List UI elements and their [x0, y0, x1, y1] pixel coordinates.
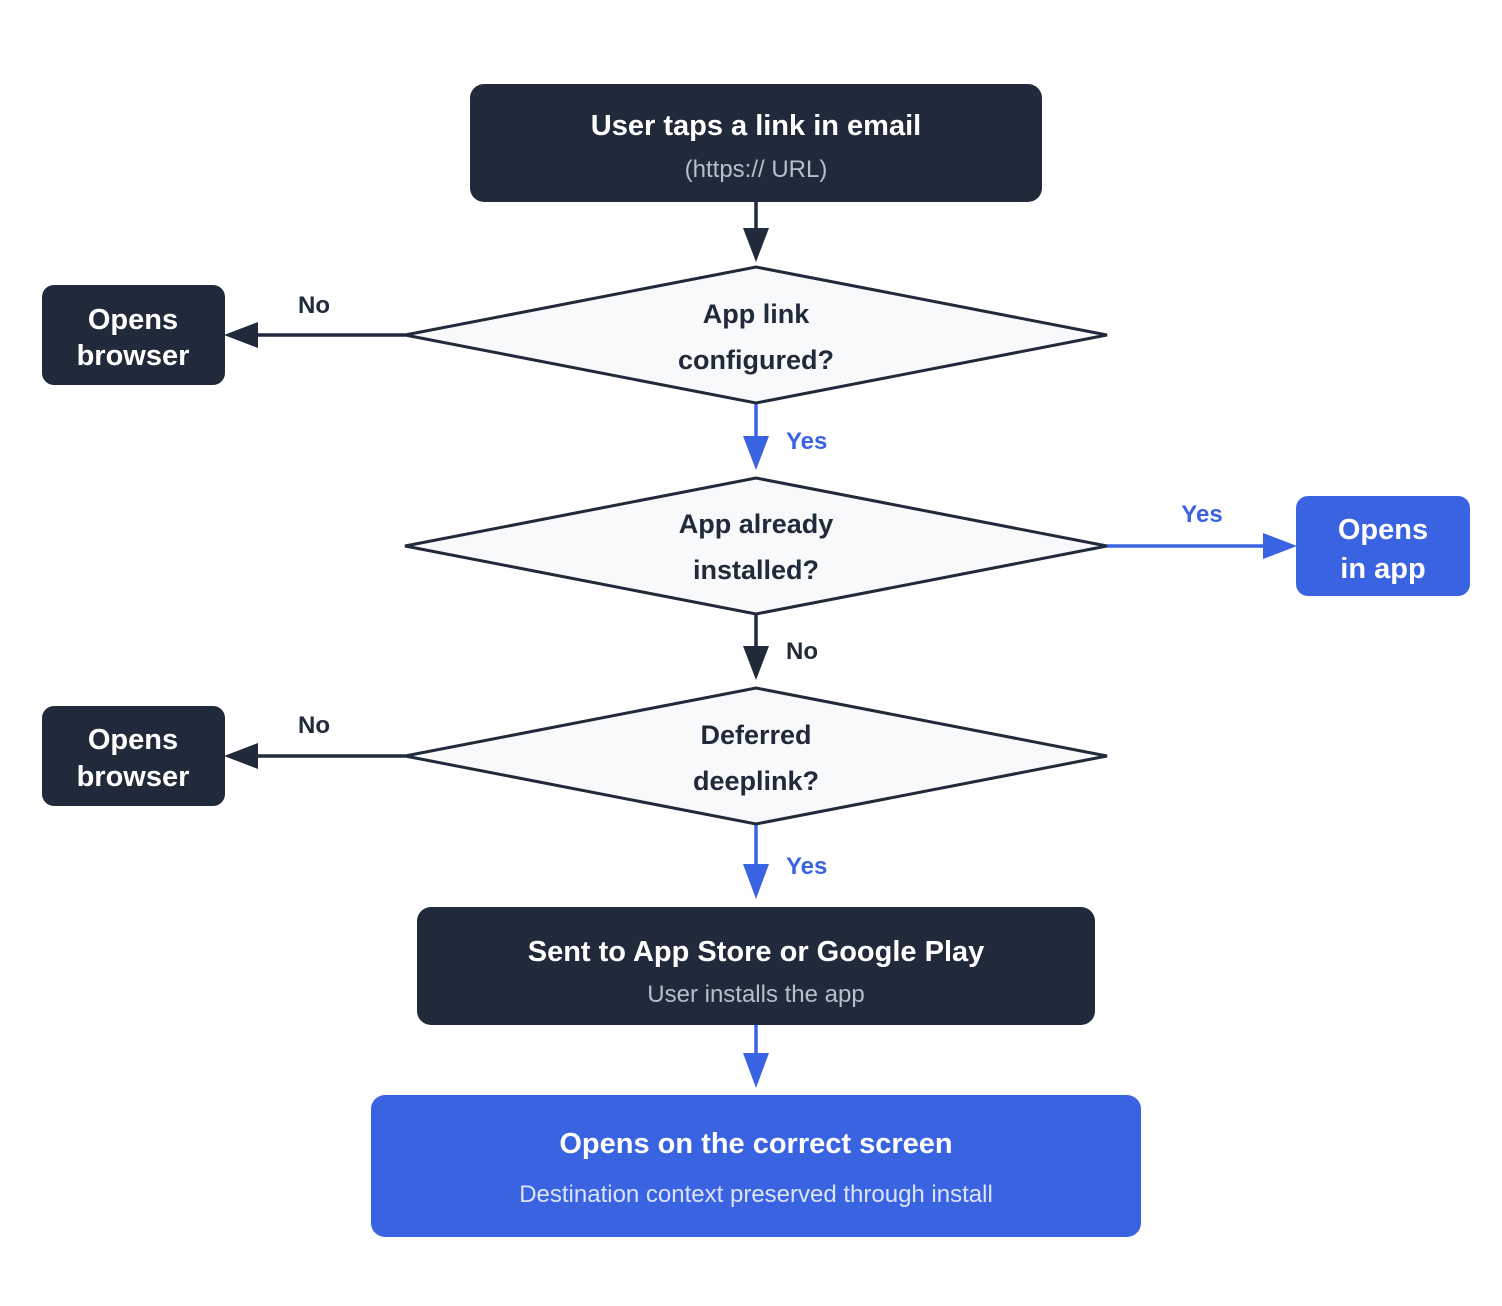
edge-label-installed-yes: Yes [1181, 501, 1222, 528]
edge-store-to-end [743, 1025, 769, 1088]
edge-start-to-app-link [743, 202, 769, 262]
edge-installed-no [743, 614, 769, 680]
opens-in-app-node: Opens in app [1296, 496, 1470, 596]
edge-deferred-yes [743, 824, 769, 899]
start-node-title: User taps a link in email [591, 110, 921, 142]
start-node: User taps a link in email (https:// URL) [470, 84, 1042, 202]
edge-label-app-link-no: No [298, 292, 330, 319]
edge-label-installed-no: No [786, 638, 818, 665]
edge-deferred-no [224, 743, 405, 769]
edge-label-app-link-yes: Yes [786, 428, 827, 455]
start-node-subtitle: (https:// URL) [685, 156, 828, 183]
decision-app-link-configured: App link configured? [404, 265, 1108, 405]
opens-browser-top-line2: browser [77, 340, 190, 372]
end-node: Opens on the correct screen Destination … [371, 1095, 1141, 1237]
edge-installed-yes [1107, 533, 1297, 559]
store-node-subtitle: User installs the app [647, 981, 864, 1008]
opens-browser-bottom-line2: browser [77, 761, 190, 793]
edge-label-deferred-yes: Yes [786, 853, 827, 880]
opens-browser-bottom-line1: Opens [88, 724, 178, 756]
opens-in-app-line1: Opens [1338, 514, 1428, 546]
edge-label-deferred-no: No [298, 712, 330, 739]
opens-in-app-line2: in app [1340, 553, 1425, 585]
store-node: Sent to App Store or Google Play User in… [417, 907, 1095, 1025]
edge-app-link-yes [743, 403, 769, 470]
decision-app-link-line2: configured? [678, 345, 834, 375]
decision-installed-line1: App already [679, 509, 834, 539]
decision-installed-line2: installed? [693, 555, 819, 585]
decision-app-link-line1: App link [703, 299, 810, 329]
end-node-subtitle: Destination context preserved through in… [519, 1181, 993, 1208]
decision-deferred-deeplink: Deferred deeplink? [404, 686, 1108, 826]
decision-deferred-line1: Deferred [700, 720, 811, 750]
decision-deferred-line2: deeplink? [693, 766, 819, 796]
store-node-title: Sent to App Store or Google Play [528, 936, 985, 968]
opens-browser-top-node: Opens browser [42, 285, 225, 385]
edge-app-link-no [224, 322, 405, 348]
decision-app-already-installed: App already installed? [404, 476, 1108, 616]
opens-browser-bottom-node: Opens browser [42, 706, 225, 806]
opens-browser-top-line1: Opens [88, 304, 178, 336]
end-node-title: Opens on the correct screen [559, 1128, 952, 1160]
